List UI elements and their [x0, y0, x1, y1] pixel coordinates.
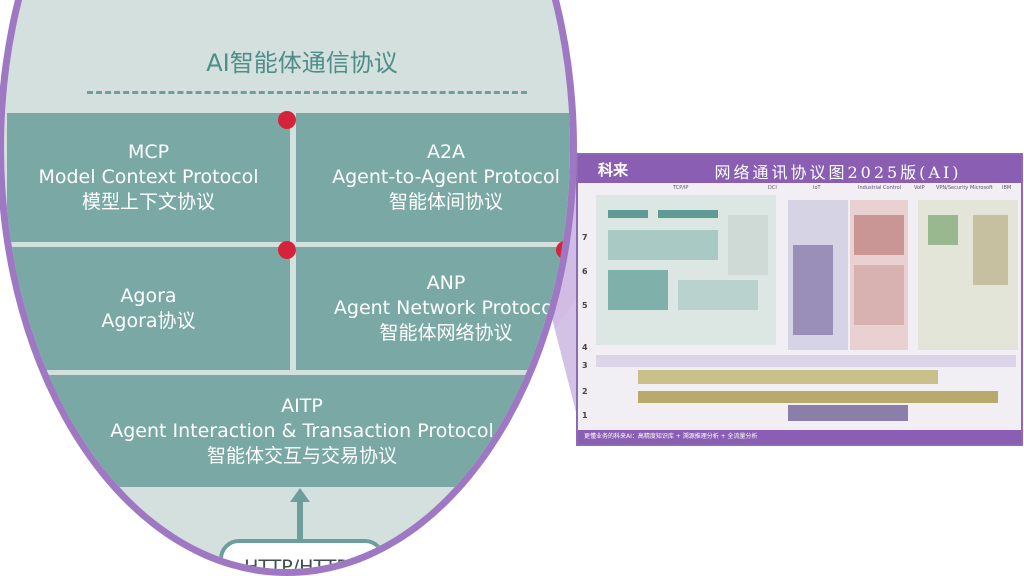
poster-layer-number: 1 — [582, 411, 588, 420]
poster-title: 网络通讯协议图2025版(AI) — [714, 163, 962, 182]
poster-footer: 更懂业务的科来AI：高精度知识库 + 溯源推理分析 + 全流量分析 — [578, 430, 1021, 444]
poster-protocol-block — [854, 265, 904, 325]
protocol-full-name: Model Context Protocol — [38, 166, 259, 188]
poster-protocol-block — [928, 215, 958, 245]
poster-layer-number: 7 — [582, 233, 588, 242]
protocol-cell-anp[interactable]: ANP Agent Network Protocol 智能体网络协议 — [296, 247, 570, 370]
poster-protocol-block — [608, 230, 718, 260]
protocol-chinese-name: 模型上下文协议 — [81, 191, 215, 213]
protocol-chinese-name: 智能体网络协议 — [379, 322, 513, 344]
poster-layer-number: 5 — [582, 301, 588, 310]
poster-protocol-block — [788, 405, 908, 421]
poster-section-label: VoIP — [914, 185, 925, 191]
group-title: AI智能体通信协议 — [206, 49, 398, 77]
protocol-name: A2A — [426, 141, 466, 163]
arrow-shaft — [297, 499, 303, 543]
poster-section-label: Industrial Control — [858, 185, 902, 191]
poster-protocol-block — [854, 215, 904, 255]
poster-section-label: IoT — [813, 185, 821, 191]
protocol-chinese-name: Agora协议 — [101, 309, 196, 332]
protocol-name: AITP — [281, 394, 323, 417]
protocol-cell-agora[interactable]: Agora Agora协议 — [7, 247, 290, 370]
poster-protocol-block — [793, 245, 833, 335]
poster-section-label: TCP/IP — [673, 185, 689, 191]
connection-dot — [278, 111, 296, 129]
protocol-poster-thumbnail[interactable]: 科来 网络通讯协议图2025版(AI) TCP/IP DCI IoT Indus… — [576, 153, 1023, 446]
protocol-full-name: Agent Network Protocol — [333, 297, 559, 319]
poster-protocol-block — [608, 210, 648, 218]
connection-dot — [556, 369, 570, 387]
poster-brand-logo: 科来 — [598, 161, 629, 179]
poster-datalink-band — [638, 370, 938, 384]
protocol-full-name: Agent Interaction & Transaction Protocol — [110, 419, 494, 442]
poster-protocol-block — [678, 280, 758, 310]
poster-layer-number: 6 — [582, 267, 588, 276]
poster-layer-number: 4 — [582, 343, 588, 352]
protocol-name: Agora — [120, 284, 177, 307]
connection-dot — [278, 241, 296, 259]
protocol-name: ANP — [426, 272, 466, 294]
poster-physical-band — [638, 391, 998, 403]
poster-protocol-block — [658, 210, 718, 218]
poster-section-label: IBM — [1002, 185, 1012, 191]
protocol-cell-aitp[interactable]: AITP Agent Interaction & Transaction Pro… — [7, 375, 570, 487]
protocol-chinese-name: 智能体间协议 — [388, 191, 503, 213]
poster-section-label: Microsoft — [970, 185, 993, 191]
poster-footer-text: 更懂业务的科来AI：高精度知识库 + 溯源推理分析 + 全流量分析 — [584, 433, 758, 440]
protocol-cell-mcp[interactable]: MCP Model Context Protocol 模型上下文协议 — [7, 113, 290, 242]
protocol-chinese-name: 智能体交互与交易协议 — [206, 444, 397, 467]
poster-section-label: DCI — [768, 185, 777, 191]
dashed-divider — [87, 91, 527, 94]
http-base-box: HTTP/HTTPS — [219, 539, 385, 569]
protocol-full-name: Agent-to-Agent Protocol — [332, 166, 560, 188]
poster-layer-number: 3 — [582, 361, 588, 370]
protocol-name: MCP — [127, 141, 170, 163]
protocol-cell-a2a[interactable]: A2A Agent-to-Agent Protocol 智能体间协议 — [296, 113, 570, 242]
poster-header: 科来 网络通讯协议图2025版(AI) — [578, 155, 1021, 183]
poster-protocol-block — [728, 215, 768, 275]
poster-layer-band — [596, 355, 1016, 367]
poster-section-label: VPN/Security — [936, 185, 969, 191]
poster-protocol-block — [973, 215, 1008, 285]
up-arrow-icon — [290, 488, 310, 502]
poster-layer-number: 2 — [582, 387, 588, 396]
connection-dot — [556, 241, 570, 259]
poster-protocol-block — [608, 270, 668, 310]
